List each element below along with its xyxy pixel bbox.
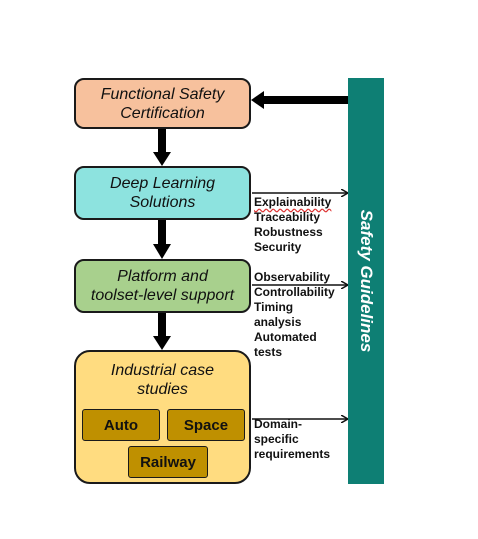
- property-item: Traceability: [254, 210, 321, 224]
- case-studies-box: Industrial case studies Auto Space Railw…: [74, 350, 251, 484]
- down-arrow-2: [153, 220, 171, 259]
- platform-properties: Observability Controllability Timing ana…: [254, 270, 335, 360]
- property-item: specific: [254, 432, 299, 446]
- property-item: Security: [254, 240, 302, 254]
- property-item: tests: [254, 345, 283, 359]
- down-arrow-3: [153, 313, 171, 350]
- certification-box: Functional Safety Certification: [74, 78, 251, 129]
- deep-learning-box: Deep Learning Solutions: [74, 166, 251, 220]
- case-study-properties: Domain- specific requirements: [254, 417, 330, 462]
- property-item: requirements: [254, 447, 331, 461]
- property-item: Observability: [254, 270, 331, 284]
- property-item: Domain-: [254, 417, 302, 431]
- property-item: Robustness: [254, 225, 323, 239]
- chip-railway: Railway: [128, 446, 208, 478]
- down-arrow-1: [153, 129, 171, 166]
- platform-box: Platform and toolset-level support: [74, 259, 251, 313]
- case-studies-label: Industrial case studies: [110, 362, 215, 398]
- property-item: analysis: [254, 315, 302, 329]
- chip-auto: Auto: [82, 409, 160, 441]
- certification-label: Functional Safety Certification: [100, 85, 225, 122]
- guidelines-to-certification-arrow: [251, 91, 348, 109]
- property-item: Explainability: [254, 195, 332, 209]
- chip-space: Space: [167, 409, 245, 441]
- safety-guidelines-label: Safety Guidelines: [357, 209, 376, 353]
- property-item: Controllability: [254, 285, 335, 299]
- deep-learning-properties: Explainability Traceability Robustness S…: [254, 195, 331, 255]
- safety-guidelines-bar: Safety Guidelines: [348, 78, 384, 484]
- deep-learning-label: Deep Learning Solutions: [110, 175, 215, 211]
- platform-label: Platform and toolset-level support: [90, 268, 235, 304]
- property-item: Automated: [254, 330, 317, 344]
- property-item: Timing: [254, 300, 294, 314]
